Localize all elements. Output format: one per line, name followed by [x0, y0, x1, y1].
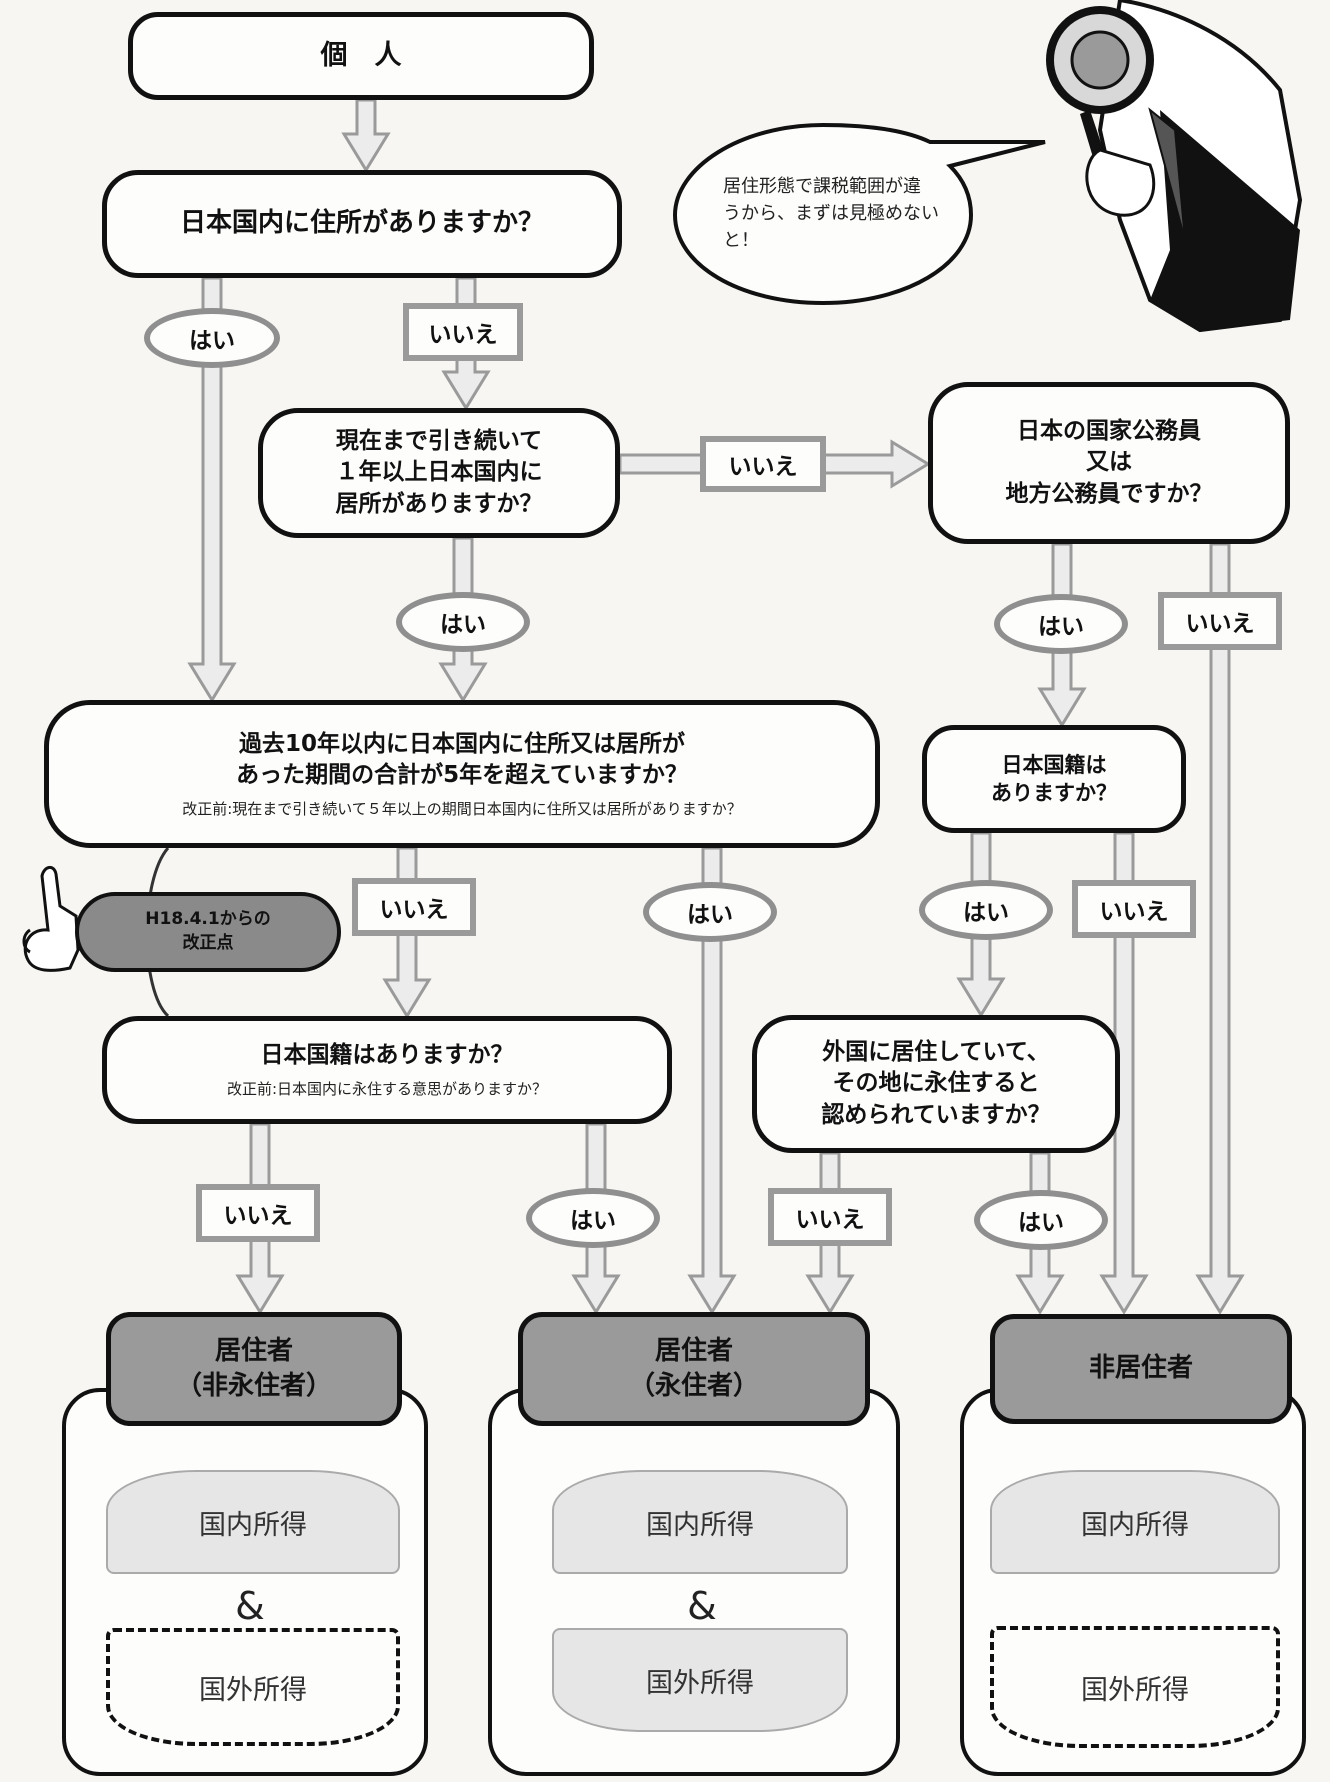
amendment-badge: H18.4.1からの 改正点 — [75, 892, 341, 972]
q3-line: 地方公務員ですか？ — [1005, 480, 1213, 507]
q6-note: 改正前:日本国内に永住する意思がありますか？ — [226, 1080, 548, 1099]
start-text: 個 人 — [320, 39, 402, 71]
no-label: いいえ — [1158, 592, 1282, 650]
result-title-line: 居住者 — [214, 1335, 293, 1366]
flow-arrow — [341, 98, 391, 173]
yes-label: はい — [144, 308, 280, 368]
amendment-line: 改正点 — [182, 933, 234, 953]
q6-text: 日本国籍はありますか？ — [260, 1042, 514, 1069]
q4-ten-years-box: 過去10年以内に日本国内に住所又は居所が あった期間の合計が5年を超えていますか… — [44, 700, 880, 848]
q3-line: 日本の国家公務員 — [1017, 418, 1201, 445]
flow-arrow — [1195, 542, 1245, 1315]
no-label: いいえ — [196, 1184, 320, 1242]
q3-line: 又は — [1086, 449, 1132, 476]
domestic-income: 国内所得 — [552, 1470, 848, 1574]
no-label: いいえ — [352, 878, 476, 936]
ampersand: & — [235, 1584, 265, 1628]
q2-residence-box: 現在まで引き続いて １年以上日本国内に 居所がありますか？ — [258, 408, 620, 538]
foreign-income: 国外所得 — [106, 1628, 400, 1746]
foreign-income: 国外所得 — [552, 1628, 848, 1732]
speech-bubble: 居住形態で課税範囲が違 うから、まずは見極めない と！ — [675, 122, 971, 305]
pointing-hand-icon — [22, 866, 80, 972]
bubble-line: 居住形態で課税範囲が違 — [723, 176, 921, 197]
domestic-income: 国内所得 — [990, 1470, 1280, 1574]
foreign-income: 国外所得 — [990, 1626, 1280, 1748]
result-title-line: （非永住者） — [175, 1371, 332, 1401]
speech-bubble-text: 居住形態で課税範囲が違 うから、まずは見極めない と！ — [723, 173, 953, 254]
q2-line: 居所がありますか？ — [335, 490, 543, 517]
yes-label: はい — [919, 880, 1053, 940]
q6-nationality-box: 日本国籍はありますか？ 改正前:日本国内に永住する意思がありますか？ — [102, 1016, 672, 1124]
no-label: いいえ — [768, 1188, 892, 1246]
yes-label: はい — [974, 1190, 1108, 1250]
q5-line: ありますか？ — [991, 781, 1117, 805]
q7-line: 外国に居住していて、 — [822, 1039, 1050, 1066]
q4-line: 過去10年以内に日本国内に住所又は居所が — [238, 730, 685, 757]
result-title-line: 居住者 — [654, 1335, 733, 1366]
q7-line: その地に永住すると — [832, 1070, 1040, 1097]
q4-note: 改正前:現在まで引き続いて５年以上の期間日本国内に住所又は居所がありますか？ — [182, 799, 742, 818]
start-box: 個 人 — [128, 12, 594, 100]
q1-text: 日本国内に住所がありますか？ — [179, 208, 544, 239]
yes-label: はい — [994, 594, 1128, 654]
q7-foreign-permanent-box: 外国に居住していて、 その地に永住すると 認められていますか？ — [752, 1015, 1120, 1153]
detective-illustration — [1046, 0, 1303, 333]
q2-line: １年以上日本国内に — [335, 459, 543, 486]
domestic-income: 国内所得 — [106, 1470, 400, 1574]
no-label: いいえ — [403, 303, 523, 361]
yes-label: はい — [396, 592, 530, 652]
no-label: いいえ — [1072, 880, 1196, 938]
q5-nationality-box: 日本国籍は ありますか？ — [922, 725, 1186, 833]
result-permanent-title: 居住者 （永住者） — [518, 1312, 870, 1426]
result-title-line: 非居住者 — [1088, 1353, 1193, 1384]
amendment-line: H18.4.1からの — [145, 909, 271, 930]
q5-line: 日本国籍は — [1001, 752, 1107, 777]
result-nonresident-title: 非居住者 — [990, 1314, 1292, 1424]
q7-line: 認められていますか？ — [821, 1101, 1051, 1128]
q1-domicile-box: 日本国内に住所がありますか？ — [102, 170, 622, 278]
q4-line: あった期間の合計が5年を超えていますか？ — [236, 761, 688, 788]
q3-civil-servant-box: 日本の国家公務員 又は 地方公務員ですか？ — [928, 382, 1290, 544]
result-title-line: （永住者） — [628, 1371, 759, 1401]
yes-label: はい — [643, 882, 777, 942]
speech-bubble-outline — [672, 122, 1046, 306]
result-nonpermanent-title: 居住者 （非永住者） — [106, 1312, 402, 1426]
ampersand: & — [687, 1584, 717, 1628]
bubble-line: うから、まずは見極めない — [723, 203, 939, 224]
bubble-line: と！ — [723, 230, 759, 251]
no-label: いいえ — [700, 436, 826, 492]
q2-line: 現在まで引き続いて — [335, 428, 543, 455]
yes-label: はい — [526, 1188, 660, 1248]
